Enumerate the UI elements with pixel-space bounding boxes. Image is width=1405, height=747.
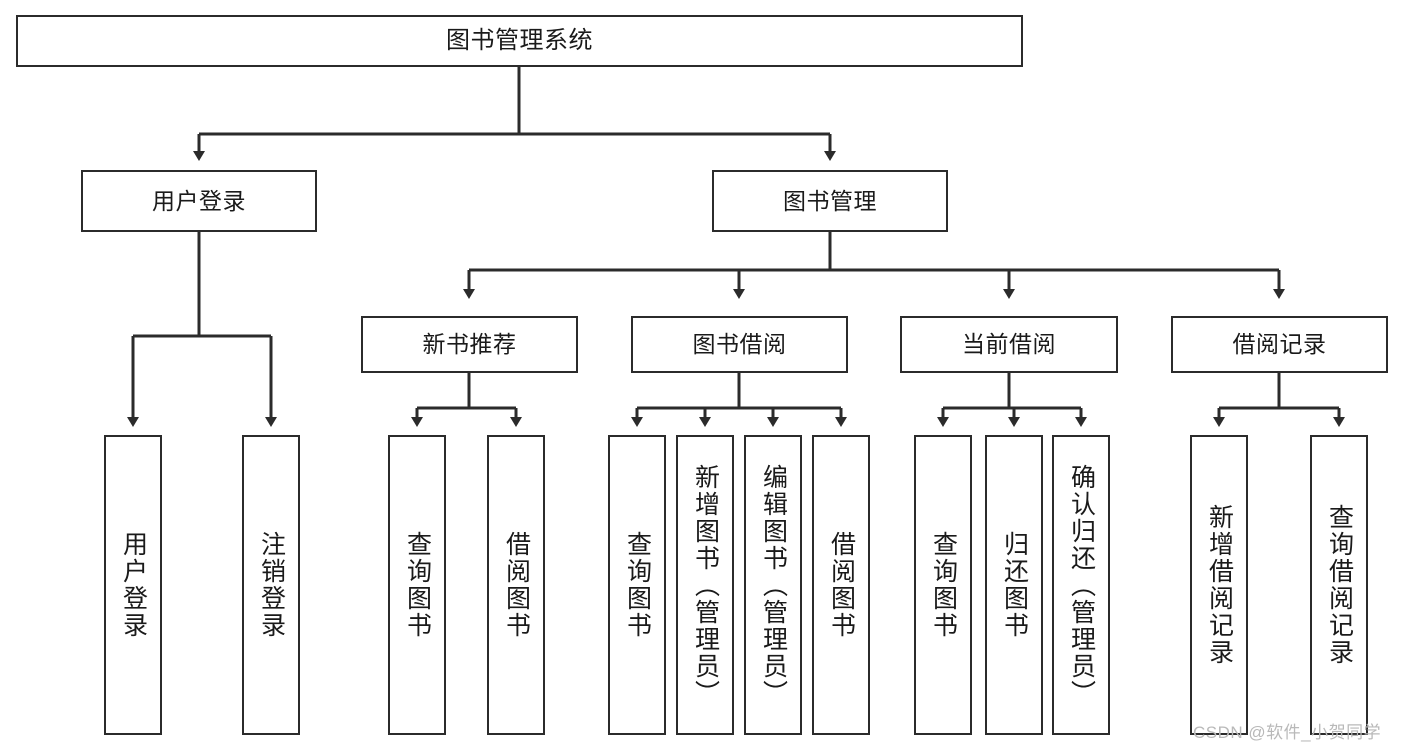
node-leaf-add-record-label: 新增借阅记录 bbox=[1205, 504, 1234, 666]
node-leaf-query-book-2[interactable]: 查询图书 bbox=[608, 435, 666, 735]
node-leaf-query-book-3-label: 查询图书 bbox=[929, 531, 958, 639]
node-leaf-query-book-1[interactable]: 查询图书 bbox=[388, 435, 446, 735]
node-leaf-logout[interactable]: 注销登录 bbox=[242, 435, 300, 735]
node-leaf-query-record[interactable]: 查询借阅记录 bbox=[1310, 435, 1368, 735]
node-leaf-add-book[interactable]: 新增图书（管理员） bbox=[676, 435, 734, 735]
node-current-borrow[interactable]: 当前借阅 bbox=[900, 316, 1118, 373]
node-new-book-recommend-label: 新书推荐 bbox=[422, 331, 517, 358]
node-leaf-return-book-label: 归还图书 bbox=[1000, 531, 1029, 639]
node-leaf-query-record-label: 查询借阅记录 bbox=[1325, 504, 1354, 666]
node-leaf-add-book-label: 新增图书（管理员） bbox=[691, 463, 720, 707]
node-leaf-borrow-book-2[interactable]: 借阅图书 bbox=[812, 435, 870, 735]
node-leaf-borrow-book-2-label: 借阅图书 bbox=[827, 531, 856, 639]
node-user-login[interactable]: 用户登录 bbox=[81, 170, 317, 232]
node-book-borrow-label: 图书借阅 bbox=[692, 331, 787, 358]
node-new-book-recommend[interactable]: 新书推荐 bbox=[361, 316, 578, 373]
node-book-management-label: 图书管理 bbox=[783, 187, 877, 214]
node-leaf-query-book-1-label: 查询图书 bbox=[403, 531, 432, 639]
node-borrow-record-label: 借阅记录 bbox=[1232, 331, 1327, 358]
node-book-borrow[interactable]: 图书借阅 bbox=[631, 316, 848, 373]
node-leaf-confirm-return-label: 确认归还（管理员） bbox=[1067, 463, 1096, 707]
node-user-login-label: 用户登录 bbox=[152, 187, 246, 214]
node-leaf-user-login-label: 用户登录 bbox=[119, 531, 148, 639]
node-leaf-add-record[interactable]: 新增借阅记录 bbox=[1190, 435, 1248, 735]
node-leaf-borrow-book-1-label: 借阅图书 bbox=[502, 531, 531, 639]
node-leaf-return-book[interactable]: 归还图书 bbox=[985, 435, 1043, 735]
node-leaf-confirm-return[interactable]: 确认归还（管理员） bbox=[1052, 435, 1110, 735]
node-current-borrow-label: 当前借阅 bbox=[962, 331, 1056, 358]
node-leaf-edit-book[interactable]: 编辑图书（管理员） bbox=[744, 435, 802, 735]
node-leaf-logout-label: 注销登录 bbox=[257, 531, 286, 639]
node-leaf-edit-book-label: 编辑图书（管理员） bbox=[759, 463, 788, 707]
node-leaf-query-book-3[interactable]: 查询图书 bbox=[914, 435, 972, 735]
node-borrow-record[interactable]: 借阅记录 bbox=[1171, 316, 1388, 373]
node-root-label: 图书管理系统 bbox=[446, 27, 593, 55]
node-leaf-borrow-book-1[interactable]: 借阅图书 bbox=[487, 435, 545, 735]
watermark-text: CSDN @软件_小贺同学 bbox=[1193, 723, 1382, 742]
node-root[interactable]: 图书管理系统 bbox=[16, 15, 1023, 67]
node-leaf-query-book-2-label: 查询图书 bbox=[623, 531, 652, 639]
node-leaf-user-login[interactable]: 用户登录 bbox=[104, 435, 162, 735]
node-book-management[interactable]: 图书管理 bbox=[712, 170, 948, 232]
